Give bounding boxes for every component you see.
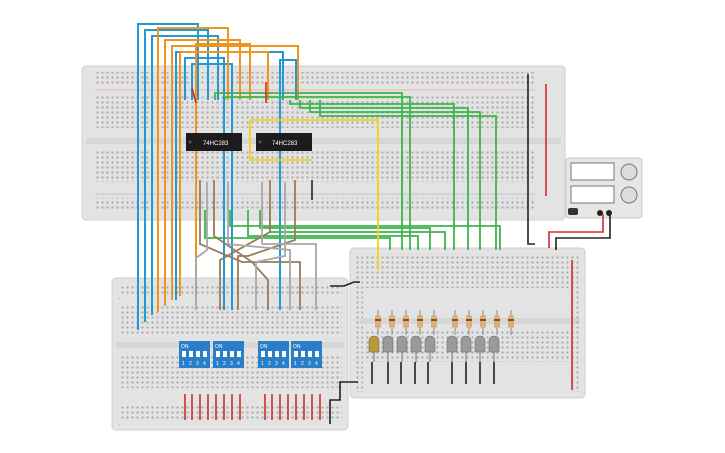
dip-switch-3-on: ON — [260, 344, 268, 350]
display-1 — [570, 162, 615, 181]
resistor — [508, 310, 514, 335]
resistor — [480, 310, 486, 335]
dip-switch-4-num-4: 4 — [315, 361, 318, 367]
dip-switch-2-num-1: 1 — [216, 361, 219, 367]
dip-switch-4-on: ON — [293, 344, 301, 350]
dip-switch-4-num-3: 3 — [308, 361, 311, 367]
resistor — [375, 310, 381, 335]
chip-u1-label: 74HC283 — [203, 141, 229, 147]
resistor — [417, 310, 423, 335]
resistor — [389, 310, 395, 335]
breadboard-top — [81, 65, 566, 221]
dip-switch-1[interactable]: ON 1 2 3 4 — [179, 341, 210, 368]
resistor-array — [375, 310, 514, 335]
dip-switch-4-num-1: 1 — [294, 361, 297, 367]
chip-u2: 74HC283 — [256, 133, 312, 151]
led — [424, 335, 436, 362]
wires-orange — [157, 27, 299, 312]
led — [446, 335, 458, 362]
led-array — [368, 335, 500, 362]
resistor — [403, 310, 409, 335]
dip-switch-2-on: ON — [215, 344, 223, 350]
chip-u1: 74HC283 — [186, 133, 242, 151]
display-2 — [570, 185, 615, 204]
knob-1 — [620, 163, 638, 181]
wires-red — [184, 82, 604, 420]
dip-switch-3-num-3: 3 — [275, 361, 278, 367]
dip-switch-3-num-1: 1 — [261, 361, 264, 367]
dip-switch-1-num-2: 2 — [189, 361, 192, 367]
led — [382, 335, 394, 362]
dip-switch-2-num-2: 2 — [223, 361, 226, 367]
resistor — [452, 310, 458, 335]
chip-u2-label: 74HC283 — [272, 141, 298, 147]
dip-switch-1-on: ON — [181, 344, 189, 350]
dip-switch-3[interactable]: ON 1 2 3 4 — [258, 341, 289, 368]
dip-switch-3-num-2: 2 — [268, 361, 271, 367]
dip-switch-2-num-3: 3 — [230, 361, 233, 367]
wires-brown — [199, 180, 301, 310]
svg-text:+: + — [118, 296, 121, 301]
dip-switch-3-num-4: 4 — [282, 361, 285, 367]
dip-switch-2[interactable]: ON 1 2 3 4 — [213, 341, 244, 368]
svg-text:+: + — [118, 422, 121, 427]
knob-2 — [620, 186, 638, 204]
resistor — [494, 310, 500, 335]
led — [460, 335, 472, 362]
dip-switch-4-num-2: 2 — [301, 361, 304, 367]
power-supply — [565, 157, 643, 219]
resistor — [431, 310, 437, 335]
wire-yellow — [249, 119, 379, 270]
wires-gray — [195, 182, 317, 310]
dip-switch-2-num-4: 4 — [237, 361, 240, 367]
led — [410, 335, 422, 362]
led — [474, 335, 486, 362]
dip-switch-1-num-4: 4 — [203, 361, 206, 367]
resistor — [466, 310, 472, 335]
led — [368, 335, 380, 362]
dip-switch-1-num-3: 3 — [196, 361, 199, 367]
wires-black — [311, 74, 611, 424]
dip-switch-1-num-1: 1 — [182, 361, 185, 367]
led — [488, 335, 500, 362]
dip-switch-4[interactable]: ON 1 2 3 4 — [291, 341, 322, 368]
led — [396, 335, 408, 362]
wires-green — [204, 92, 501, 250]
